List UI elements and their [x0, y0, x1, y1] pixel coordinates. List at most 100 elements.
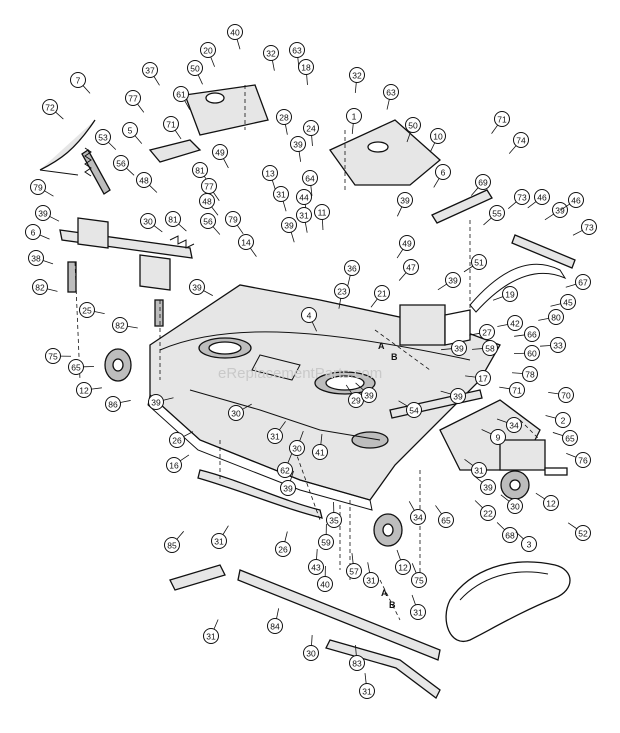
- callout-31: 31: [363, 562, 379, 588]
- callout-label: 48: [202, 197, 212, 207]
- callout-leader: [469, 332, 480, 336]
- callout-leader: [483, 217, 492, 226]
- callout-leader: [91, 387, 102, 390]
- callout-26: 26: [275, 531, 291, 557]
- callout-20: 20: [200, 42, 216, 67]
- callout-54: 54: [398, 400, 422, 418]
- callout-circle: [581, 219, 597, 235]
- callout-18: 18: [298, 59, 314, 85]
- callout-28: 28: [276, 109, 292, 135]
- callout-circle: [122, 122, 138, 138]
- callout-leader: [311, 635, 313, 646]
- callout-circle: [480, 479, 496, 495]
- callout-label: 32: [352, 71, 362, 81]
- callout-leader: [354, 82, 357, 93]
- callout-46: 46: [527, 189, 550, 209]
- callout-leader: [508, 201, 517, 209]
- callout-84: 84: [267, 608, 283, 634]
- callout-leader: [386, 99, 390, 110]
- callout-label: 35: [329, 516, 339, 526]
- callout-circle: [68, 359, 84, 375]
- callout-label: 79: [33, 183, 43, 193]
- callout-label: 32: [266, 49, 276, 59]
- callout-circle: [403, 259, 419, 275]
- callout-circle: [308, 559, 324, 575]
- callout-circle: [490, 429, 506, 445]
- callout-label: 31: [270, 432, 280, 442]
- callout-circle: [550, 337, 566, 353]
- callout-circle: [28, 250, 44, 266]
- callout-leader: [496, 522, 505, 531]
- callout-leader: [437, 283, 447, 291]
- callout-50: 50: [405, 117, 421, 143]
- callout-circle: [70, 72, 86, 88]
- callout-circle: [405, 117, 421, 133]
- callout-49: 49: [396, 235, 415, 259]
- callout-circle: [136, 172, 152, 188]
- callout-label: 37: [145, 66, 155, 76]
- callout-leader: [250, 247, 257, 257]
- left-idler-bracket-assembly: [39, 84, 269, 327]
- callout-49: 49: [212, 144, 229, 169]
- callout-70: 70: [548, 387, 574, 403]
- callout-circle: [227, 24, 243, 40]
- callout-label: 75: [414, 576, 424, 586]
- callout-leader: [212, 226, 221, 235]
- callout-circle: [303, 120, 319, 136]
- callout-39: 39: [441, 340, 467, 356]
- callout-leader: [508, 145, 517, 154]
- callout-circle: [289, 42, 305, 58]
- callout-label: 31: [206, 632, 216, 642]
- callout-leader: [311, 135, 313, 146]
- callout-leader: [285, 124, 288, 135]
- callout-circle: [475, 370, 491, 386]
- callout-85: 85: [164, 531, 184, 553]
- callout-circle: [187, 60, 203, 76]
- callout-label: 71: [512, 386, 522, 396]
- callout-label: 34: [413, 513, 423, 523]
- callout-leader: [338, 298, 342, 309]
- callout-leader: [236, 224, 244, 235]
- callout-55: 55: [483, 205, 505, 226]
- callout-circle: [383, 84, 399, 100]
- callout-label: 39: [192, 283, 202, 293]
- callout-leader: [306, 74, 308, 85]
- callout-leader: [463, 265, 473, 273]
- callout-label: 1: [352, 112, 357, 122]
- callout-label: 66: [527, 330, 537, 340]
- callout-leader: [322, 219, 324, 230]
- callout-circle: [228, 405, 244, 421]
- callout-circle: [298, 59, 314, 75]
- callout-label: 39: [293, 140, 303, 150]
- callout-leader: [39, 234, 50, 240]
- callout-circle: [502, 527, 518, 543]
- callout-leader: [223, 158, 229, 169]
- callout-circle: [45, 348, 61, 364]
- callout-39: 39: [189, 279, 213, 297]
- callout-circle: [349, 655, 365, 671]
- callout-label: 71: [497, 115, 507, 125]
- callout-33: 33: [540, 337, 566, 353]
- callout-39: 39: [148, 394, 174, 410]
- callout-circle: [113, 155, 129, 171]
- callout-label: 50: [190, 64, 200, 74]
- callout-30: 30: [228, 403, 252, 421]
- callout-circle: [267, 428, 283, 444]
- callout-label: 82: [35, 283, 45, 293]
- callout-leader: [310, 185, 313, 196]
- callout-31: 31: [203, 619, 219, 644]
- callout-circle: [471, 254, 487, 270]
- callout-66: 66: [514, 326, 540, 342]
- drive-belt: [445, 561, 571, 643]
- callout-circle: [212, 144, 228, 160]
- callout-circle: [445, 272, 461, 288]
- callout-circle: [277, 462, 293, 478]
- callout-69: 69: [470, 174, 491, 196]
- callout-31: 31: [296, 207, 312, 233]
- callout-label: 49: [215, 148, 225, 158]
- callout-leader: [440, 390, 451, 395]
- callout-circle: [303, 645, 319, 661]
- callout-circle: [275, 541, 291, 557]
- callout-35: 35: [326, 501, 342, 528]
- callout-circle: [165, 211, 181, 227]
